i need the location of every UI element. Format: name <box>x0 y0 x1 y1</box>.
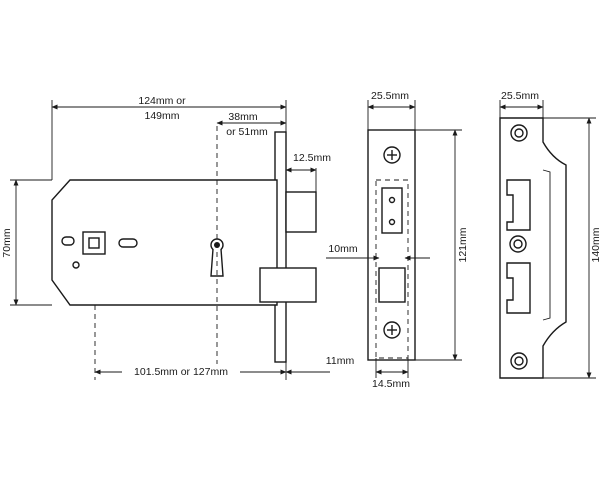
label-backset-a: 38mm <box>228 111 257 123</box>
latch-hole-top <box>388 196 396 204</box>
forend-inner-outline <box>375 179 409 359</box>
label-forend-inner-width: 14.5mm <box>372 378 410 390</box>
label-case-length-bg <box>122 364 240 378</box>
lock-side-view: 124mm or 149mm 38mm or 51mm 12.5mm 70mm … <box>1 95 354 380</box>
dead-bolt <box>259 267 317 303</box>
strike-middle-screw-hole <box>509 235 527 253</box>
deadbolt-opening <box>378 267 406 303</box>
keyhole <box>210 238 224 277</box>
strike-bottom-screw-hole <box>510 352 528 370</box>
label-overall-length-b: 149mm <box>144 110 179 122</box>
label-bolt-offset: 10mm <box>328 243 357 255</box>
latch-hole-bottom <box>388 218 396 226</box>
fixing-slot-right <box>118 238 138 248</box>
label-strike-width: 25.5mm <box>501 90 539 102</box>
label-case-length: 101.5mm or 127mm <box>134 366 228 378</box>
follower-inner-square <box>88 237 100 249</box>
forend-bottom-screw <box>383 321 401 339</box>
label-forend-height: 121mm <box>457 227 469 262</box>
fixing-hole-small <box>72 261 80 269</box>
label-overall-length-a: 124mm or <box>138 95 186 107</box>
label-forend-11: 11mm <box>326 355 355 367</box>
label-forend-thickness: 12.5mm <box>293 152 331 164</box>
strike-top-screw-hole <box>510 124 528 142</box>
latch-opening <box>381 187 403 234</box>
strike-lip-line <box>542 169 551 321</box>
strike-plate-view: 25.5mm 140mm <box>499 90 602 379</box>
label-strike-height: 140mm <box>590 227 602 262</box>
label-forend-width: 25.5mm <box>371 90 409 102</box>
label-backset-b: or 51mm <box>226 126 268 138</box>
strike-deadbolt-opening <box>506 262 531 314</box>
latch-bolt <box>285 191 317 233</box>
strike-plate-outline <box>499 117 567 379</box>
label-case-height: 70mm <box>1 228 13 257</box>
forend-top-screw <box>383 146 401 164</box>
forend-front-view: 25.5mm 121mm 10mm 14.5mm <box>326 90 469 390</box>
fixing-slot-left <box>61 236 75 246</box>
strike-latch-opening <box>506 179 531 231</box>
